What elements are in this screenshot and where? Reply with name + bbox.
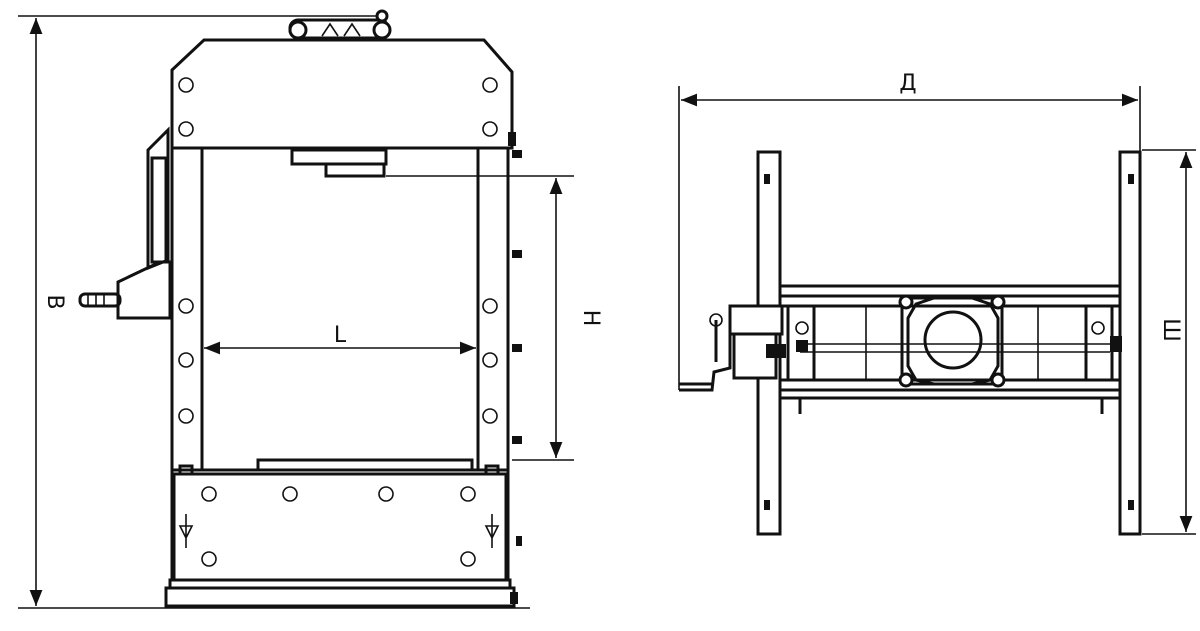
central-beam	[778, 284, 1122, 414]
height-dimension: В	[18, 15, 530, 609]
press-table	[164, 458, 522, 608]
depth-label: Д	[899, 71, 916, 96]
pump-assembly	[709, 304, 786, 380]
front-view: В	[18, 9, 603, 609]
height-label: В	[42, 294, 67, 309]
working-height-label: Н	[578, 310, 603, 327]
left-bracket	[679, 310, 732, 392]
hydraulic-unit	[78, 126, 172, 320]
side-view: Д Ш	[678, 71, 1196, 536]
ram-cylinder	[898, 294, 1006, 388]
working-height-dimension: Н	[386, 175, 603, 461]
width-dimension: Ш	[1142, 149, 1196, 535]
ram-plate	[290, 148, 388, 178]
width-label: Ш	[1158, 318, 1183, 342]
working-width-label: L	[334, 323, 347, 348]
top-valve	[288, 9, 392, 40]
working-width-dimension: L	[204, 323, 476, 355]
top-crown	[170, 38, 514, 150]
frame-columns	[170, 132, 522, 580]
depth-dimension: Д	[678, 71, 1141, 390]
